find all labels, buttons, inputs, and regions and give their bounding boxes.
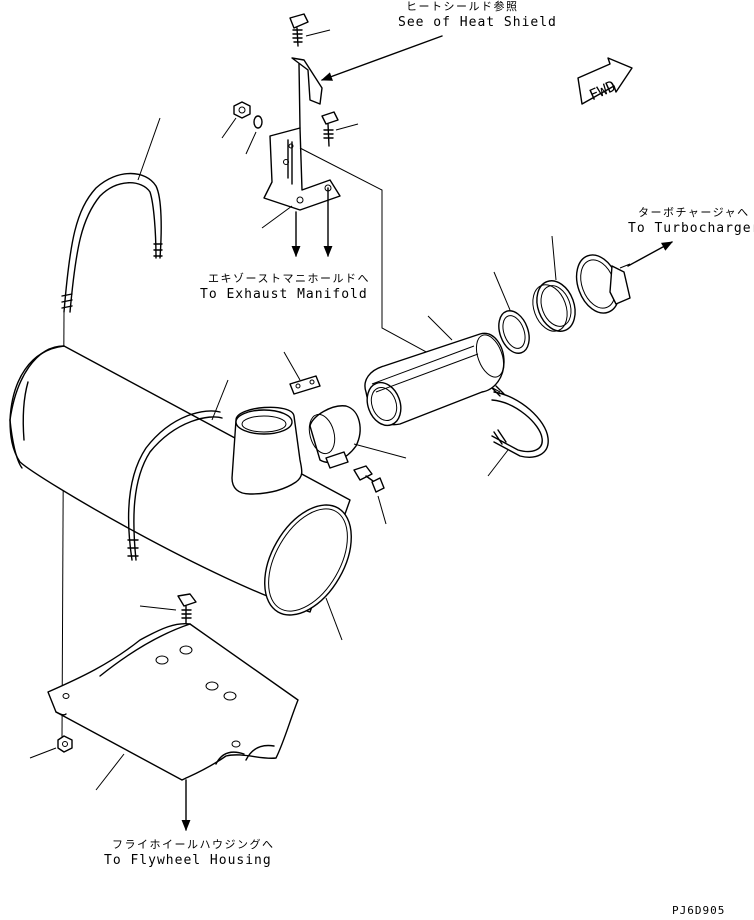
turbo-label-en: To Turbocharger xyxy=(628,221,754,236)
exhaust-pipe xyxy=(364,315,505,427)
manifold-label-en: To Exhaust Manifold xyxy=(200,287,368,302)
muffler-mount-base xyxy=(47,622,299,791)
pipe-u-bolt-right xyxy=(487,385,549,477)
muffler xyxy=(9,345,352,616)
muffler-outlet-leader xyxy=(325,597,343,641)
flywheel-label-jp: フライホイールハウジングへ xyxy=(112,838,275,851)
bellows-adapter xyxy=(532,235,576,332)
turbo-label-jp: ターボチャージャへ xyxy=(638,206,750,219)
bracket-bolt-right xyxy=(321,111,359,147)
clamp-bolt xyxy=(353,465,387,525)
v-band-clamp xyxy=(575,254,631,314)
muffler-u-bolt-left xyxy=(61,117,163,313)
fwd-direction-arrow: FWD xyxy=(577,57,633,105)
manifold-label-jp: エキゾーストマニホールドへ xyxy=(208,272,370,285)
heat-shield-leader xyxy=(320,35,443,81)
turbo-arrow xyxy=(627,241,673,267)
bracket-nut-washer xyxy=(221,101,263,155)
flywheel-label-en: To Flywheel Housing xyxy=(104,853,272,868)
pipe-clamp xyxy=(308,405,407,469)
bottom-nut xyxy=(29,735,73,759)
drawing-number: PJ6D905 xyxy=(672,904,726,917)
clip-plate xyxy=(283,351,321,395)
gasket-ring xyxy=(493,271,530,354)
mount-bolt-bottom xyxy=(139,593,197,627)
bracket-bolt-top xyxy=(289,13,331,47)
heat-shield-bracket xyxy=(261,57,341,229)
heat-shield-label-jp: ヒートシールド参照 xyxy=(406,0,519,13)
heat-shield-label-en: See of Heat Shield xyxy=(398,15,557,30)
